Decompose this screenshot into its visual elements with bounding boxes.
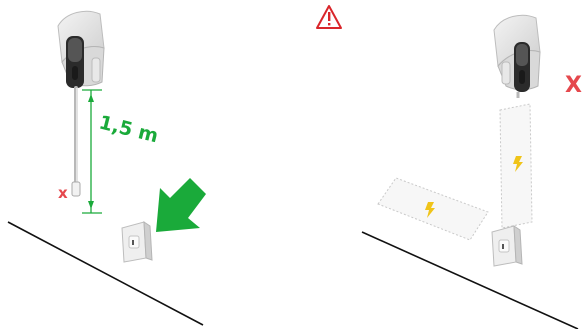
lightning-bolt-icon <box>513 156 523 172</box>
left-panel: x 1,5 m <box>7 10 206 326</box>
floor-line-left <box>7 221 204 326</box>
wall-socket-icon <box>121 221 153 263</box>
not-allowed-x-mark: X <box>565 73 582 98</box>
cable-end-x-mark: x <box>58 184 68 202</box>
warning-triangle-icon <box>316 5 342 29</box>
floor-line-right <box>361 231 579 329</box>
lightning-bolt-icon <box>425 202 435 218</box>
wall-charger-icon <box>57 10 105 88</box>
vertical-exclusion-zone <box>499 103 533 229</box>
arrow-down-left-icon <box>156 178 206 232</box>
height-dimension-line <box>82 89 102 214</box>
wall-charger-icon <box>493 14 541 92</box>
wall-socket-icon <box>491 225 523 267</box>
charging-cable <box>71 86 81 197</box>
horizontal-exclusion-zone <box>377 177 489 241</box>
right-panel: X <box>316 5 582 329</box>
height-label: 1,5 m <box>97 112 161 148</box>
